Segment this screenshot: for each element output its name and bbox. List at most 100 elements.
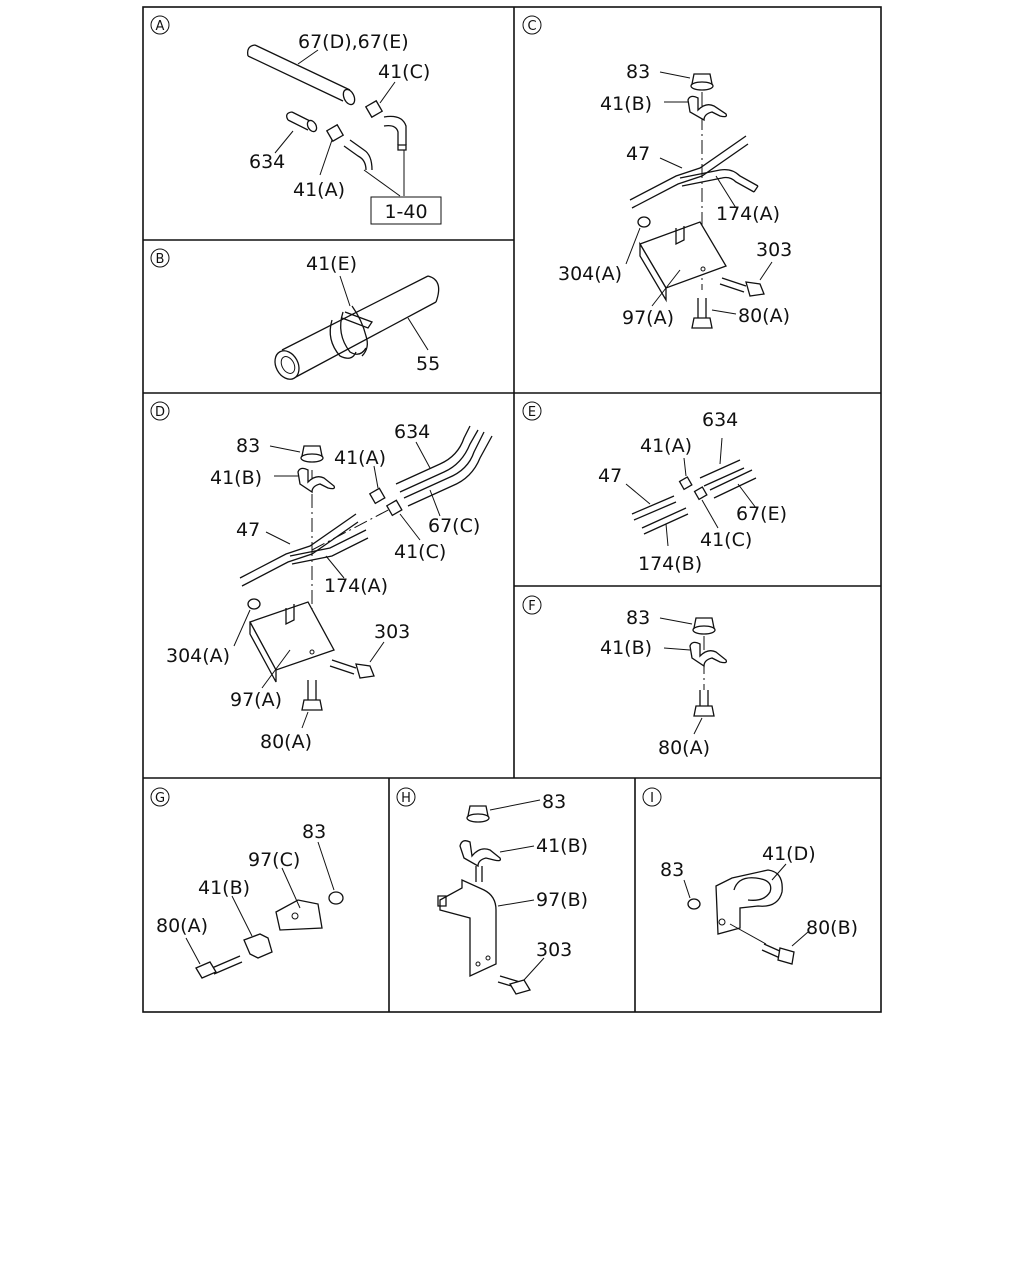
panel-i: I 41(D) 83 80(B) — [642, 787, 858, 965]
panel-i-badge: I — [642, 787, 662, 807]
reference-label: 1-40 — [384, 201, 427, 223]
leader-line — [499, 845, 535, 853]
clamp-icon — [297, 467, 336, 494]
leader-line — [301, 711, 309, 729]
flange-nut-icon — [466, 805, 490, 823]
hose-icon — [286, 111, 318, 133]
part-label: 41(A) — [640, 435, 692, 457]
part-label: 634 — [394, 421, 430, 443]
leader-line — [339, 275, 351, 307]
part-label: 97(A) — [230, 689, 282, 711]
part-label: 67(C) — [428, 515, 480, 537]
circled-letter-icon — [642, 787, 662, 807]
bolt-icon — [691, 298, 713, 329]
leader-line — [231, 895, 253, 937]
leader-line — [407, 317, 429, 351]
leader-line — [771, 863, 787, 881]
leader-line — [737, 483, 757, 509]
leader-line — [693, 717, 703, 735]
panel-f-badge: F — [522, 595, 542, 615]
panel-a: A 1-40 67(D),67(E) — [150, 15, 442, 225]
circled-letter-icon — [150, 401, 170, 421]
leader-line — [659, 617, 693, 625]
panel-b-badge: B — [150, 248, 170, 268]
reference-box — [370, 196, 442, 225]
leader-line — [625, 483, 651, 505]
leader-line — [759, 261, 773, 281]
coupler-icon — [385, 499, 403, 517]
leader-line — [711, 309, 737, 315]
clamp-icon — [687, 95, 728, 122]
clamp-icon — [459, 840, 502, 868]
part-label: 83 — [660, 859, 684, 881]
leader-line — [659, 71, 691, 79]
pipe-end — [397, 144, 407, 151]
part-label: 83 — [626, 607, 650, 629]
panel-h: H 83 41(B) 97(B) 303 — [396, 787, 588, 995]
part-label: 41(B) — [536, 835, 588, 857]
leader-line — [379, 81, 396, 104]
leader-line — [415, 441, 431, 469]
part-label: 303 — [536, 939, 572, 961]
panel-i-badge-letter: I — [650, 791, 654, 806]
panel-h-badge-letter: H — [401, 791, 411, 806]
leader-line — [729, 923, 767, 945]
bolt-icon — [329, 659, 375, 679]
leader-line — [274, 130, 294, 154]
circled-letter-icon — [522, 401, 542, 421]
bolt-icon — [475, 866, 483, 882]
leader-line — [233, 609, 251, 647]
panel-d: D — [150, 401, 493, 753]
part-label: 55 — [416, 353, 440, 375]
panel-a-badge-letter: A — [156, 19, 165, 34]
leader-line — [663, 647, 691, 651]
pipe-icon — [239, 513, 369, 587]
circled-letter-icon — [522, 15, 542, 35]
clamp-icon — [689, 641, 728, 668]
part-label: 83 — [542, 791, 566, 813]
pipe-icon — [247, 44, 356, 106]
leader-line — [683, 457, 687, 477]
leader-line — [399, 513, 421, 541]
leader-line — [651, 269, 681, 307]
clamp-icon — [715, 869, 783, 935]
part-label: 634 — [249, 151, 285, 173]
part-label: 41(C) — [394, 541, 446, 563]
part-label: 303 — [374, 621, 410, 643]
circled-letter-icon — [396, 787, 416, 807]
part-label: 41(B) — [198, 877, 250, 899]
centerline — [311, 507, 393, 551]
bolt-icon — [761, 943, 795, 965]
leader-line — [791, 931, 809, 947]
leader-line — [265, 531, 291, 545]
part-label: 41(E) — [306, 253, 357, 275]
part-label: 174(A) — [324, 575, 388, 597]
circled-letter-icon — [150, 248, 170, 268]
panel-e: E 634 41(A) 47 67(E) 41(C) 174(B) — [522, 401, 787, 575]
part-label: 47 — [236, 519, 260, 541]
pipe-icon — [274, 275, 440, 380]
bracket-icon — [249, 601, 335, 683]
panel-b: B 41(E) 55 — [150, 248, 440, 380]
leader-line — [373, 465, 379, 489]
hose-icon — [709, 469, 757, 499]
part-label: 97(C) — [248, 849, 300, 871]
part-label: 83 — [236, 435, 260, 457]
leader-line — [319, 139, 333, 176]
leader-line — [429, 489, 441, 517]
panel-b-badge-letter: B — [156, 252, 165, 267]
panel-c-badge-letter: C — [527, 19, 536, 34]
bolt-icon — [693, 690, 715, 717]
leader-line — [261, 649, 291, 689]
panel-g-badge-letter: G — [155, 791, 165, 806]
panel-d-badge-letter: D — [155, 405, 165, 420]
part-label: 41(C) — [378, 61, 430, 83]
flange-nut-icon — [687, 898, 701, 910]
washer-icon — [247, 598, 261, 610]
part-label: 47 — [598, 465, 622, 487]
part-label: 67(D),67(E) — [298, 31, 409, 53]
panel-h-badge: H — [396, 787, 416, 807]
leader-line — [363, 169, 401, 197]
flange-nut-icon — [692, 617, 716, 635]
bolt-icon — [301, 680, 323, 711]
